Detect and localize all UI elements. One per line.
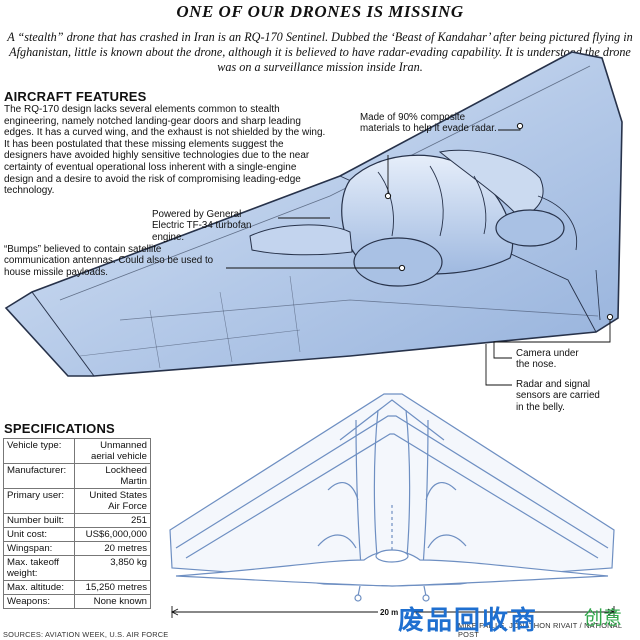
- bump-marker: [398, 264, 406, 272]
- spec-value: 3,850 kg: [73, 555, 152, 581]
- callout-engine: Powered by General Electric TF-34 turbof…: [152, 209, 252, 243]
- callout-composite: Made of 90% composite materials to help …: [360, 112, 497, 135]
- watermark-text: 废品回收商: [398, 605, 539, 635]
- wingspan-dimension: [170, 606, 616, 618]
- spec-label: Vehicle type:: [3, 438, 75, 464]
- spec-row: Max. takeoff weight:3,850 kg: [3, 555, 152, 581]
- drone-3d-view: [4, 51, 623, 377]
- page-title: ONE OF OUR DRONES IS MISSING: [176, 2, 464, 21]
- spec-value: United States Air Force: [73, 488, 152, 514]
- watermark-side-text: 创意: [584, 608, 623, 629]
- drone-side-view: [175, 549, 609, 602]
- spec-row: Weapons:None known: [3, 594, 152, 609]
- spec-row: Number built:251: [3, 513, 152, 528]
- spec-value: 15,250 metres: [73, 580, 152, 595]
- wingspan-label: 20 m: [380, 608, 399, 617]
- spec-label: Wingspan:: [3, 541, 75, 556]
- sources-credit: SOURCES: AVIATION WEEK, U.S. AIR FORCE: [3, 630, 169, 639]
- spec-label: Unit cost:: [3, 527, 75, 542]
- spec-value: Unmanned aerial vehicle: [73, 438, 152, 464]
- spec-row: Wingspan:20 metres: [3, 541, 152, 556]
- spec-value: Lockheed Martin: [73, 463, 152, 489]
- artist-credit: MIKE FAILLE, JONATHON RIVAIT / NATIONAL …: [458, 621, 622, 639]
- spec-label: Number built:: [3, 513, 75, 528]
- spec-label: Max. takeoff weight:: [3, 555, 75, 581]
- spec-label: Manufacturer:: [3, 463, 75, 489]
- spec-value: 20 metres: [73, 541, 152, 556]
- spec-label: Max. altitude:: [3, 580, 75, 595]
- spec-label: Weapons:: [3, 594, 75, 609]
- spec-row: Primary user:United States Air Force: [3, 488, 152, 514]
- spec-value: US$6,000,000: [73, 527, 152, 542]
- lede-paragraph: A “stealth” drone that has crashed in Ir…: [7, 30, 633, 74]
- callout-radar: Radar and signal sensors are carried in …: [516, 379, 600, 413]
- spec-row: Max. altitude:15,250 metres: [3, 580, 152, 595]
- spec-row: Unit cost:US$6,000,000: [3, 527, 152, 542]
- spec-row: Manufacturer:Lockheed Martin: [3, 463, 152, 489]
- aircraft-features-heading: AIRCRAFT FEATURES: [4, 89, 147, 104]
- callout-bumps: “Bumps” believed to contain satellite co…: [4, 244, 214, 278]
- aircraft-features-text: The RQ-170 design lacks several elements…: [4, 104, 326, 197]
- spec-row: Vehicle type:Unmanned aerial vehicle: [3, 438, 152, 464]
- composite-marker: [516, 122, 524, 130]
- spec-value: None known: [73, 594, 152, 609]
- spec-value: 251: [73, 513, 152, 528]
- engine-marker: [384, 192, 392, 200]
- spec-label: Primary user:: [3, 488, 75, 514]
- callout-camera: Camera under the nose.: [516, 348, 579, 371]
- camera-marker: [606, 313, 614, 321]
- specifications-heading: SPECIFICATIONS: [4, 421, 115, 436]
